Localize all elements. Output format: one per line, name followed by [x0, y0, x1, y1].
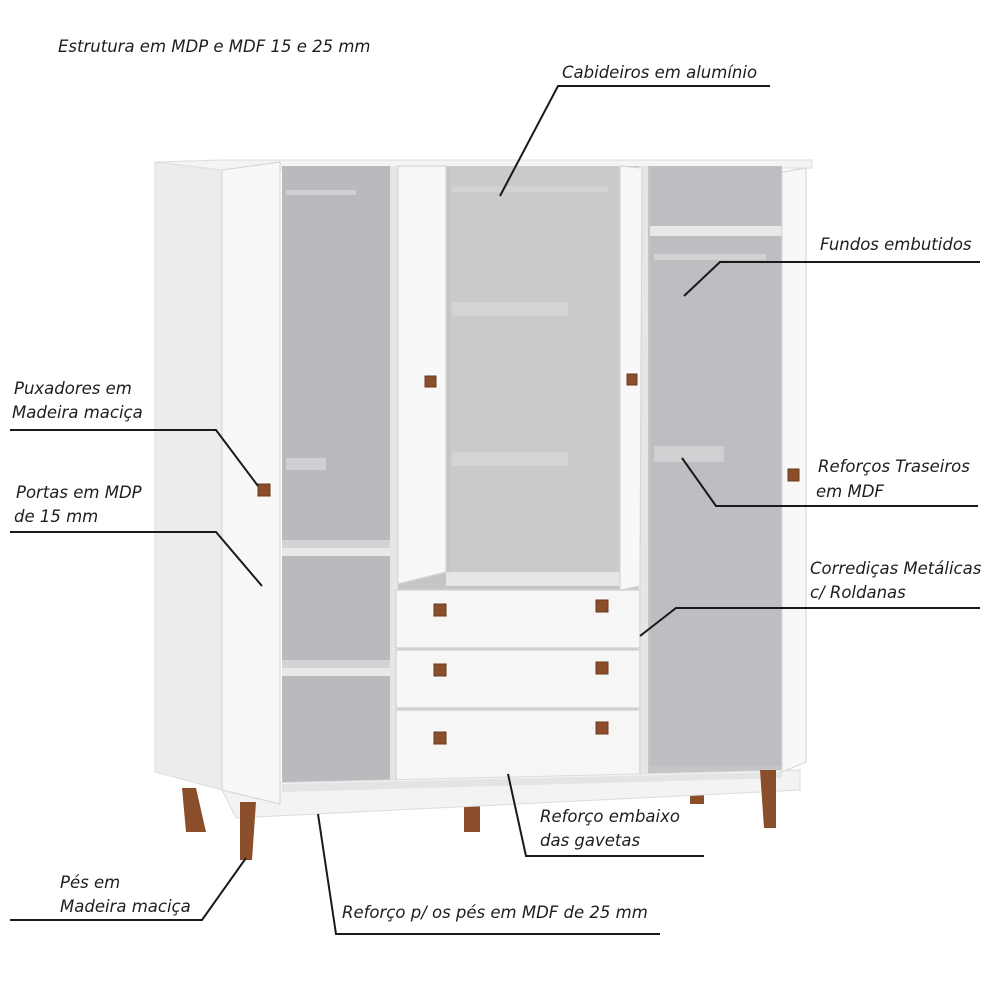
label-fundos: Fundos embutidos [820, 235, 972, 254]
center-hanger-rail [452, 186, 608, 192]
knob-drawer-2-right [595, 661, 609, 675]
leader-cabideiros [499, 85, 770, 197]
right-top-shelf [650, 226, 782, 236]
right-hanger-rail [654, 254, 766, 260]
shelf-left-2 [282, 668, 390, 676]
label-puxadores-2: Madeira maciça [12, 403, 143, 422]
shelf-left-1 [282, 548, 390, 556]
front-leg-left-inner [240, 802, 256, 860]
drawer-1 [395, 589, 641, 649]
label-puxadores-1: Puxadores em [14, 379, 132, 398]
label-reforco-gavetas-2: das gavetas [540, 831, 641, 850]
center-reinforcement-bottom [452, 452, 568, 466]
knob-drawer-3-right [595, 721, 609, 735]
labels: Estrutura em MDP e MDF 15 e 25 mm Cabide… [12, 37, 982, 922]
knob-door-right [787, 468, 800, 482]
drawer-2 [395, 649, 641, 709]
wardrobe-illustration [154, 159, 813, 860]
label-reforco-gavetas-1: Reforço embaixo [540, 807, 680, 826]
left-back-reinforcement [286, 458, 326, 470]
label-pes-2: Madeira maciça [60, 897, 191, 916]
center-compartment-back [450, 166, 620, 586]
divider-right [638, 166, 648, 776]
knob-drawer-3-left [433, 731, 447, 745]
bottom-floor [282, 772, 782, 792]
leader-reforcos [681, 457, 978, 507]
knob-door-center-right [626, 373, 638, 386]
label-cabideiros: Cabideiros em alumínio [562, 63, 757, 82]
drawer-3 [395, 709, 641, 781]
back-leg-left [464, 800, 480, 832]
knob-drawer-2-left [433, 663, 447, 677]
left-hanger-rail [286, 190, 356, 195]
knob-door-center-left [424, 375, 437, 388]
label-corredicas-1: Corrediças Metálicas [810, 559, 982, 578]
drawers [395, 589, 641, 781]
label-reforco-pes: Reforço p/ os pés em MDF de 25 mm [342, 903, 648, 922]
left-compartment-back [282, 166, 390, 784]
label-estrutura: Estrutura em MDP e MDF 15 e 25 mm [58, 37, 371, 56]
divider-left [390, 166, 398, 784]
leader-reforco-pes [317, 813, 660, 935]
front-leg-right [760, 770, 776, 828]
leader-corredicas [639, 607, 980, 637]
leader-puxadores [10, 429, 259, 487]
right-reinforcement [654, 446, 724, 462]
label-reforcos-2: em MDF [816, 482, 884, 501]
label-pes-1: Pés em [60, 873, 120, 892]
label-portas-1: Portas em MDP [16, 483, 142, 502]
knob-drawer-1-right [595, 599, 609, 613]
leader-portas [10, 531, 263, 587]
front-leg-left-outer [182, 788, 206, 832]
leader-lines [10, 85, 980, 935]
knob-drawer-1-left [433, 603, 447, 617]
door-left-open [221, 161, 281, 805]
leader-reforco-gavetas [507, 773, 704, 857]
square-wood-knob-icon [257, 373, 800, 745]
leader-fundos [683, 261, 980, 297]
shelf-left-1-top [282, 540, 390, 548]
left-side-panel [154, 161, 223, 791]
knob-door-left [257, 483, 271, 497]
center-bottom-shelf [446, 572, 620, 586]
shelf-left-2-top [282, 660, 390, 668]
leader-pes [10, 857, 247, 921]
door-center-left-open [397, 165, 447, 585]
label-reforcos-1: Reforços Traseiros [818, 457, 970, 476]
center-reinforcement-top [452, 302, 568, 316]
label-corredicas-2: c/ Roldanas [810, 583, 906, 602]
label-portas-2: de 15 mm [14, 507, 98, 526]
